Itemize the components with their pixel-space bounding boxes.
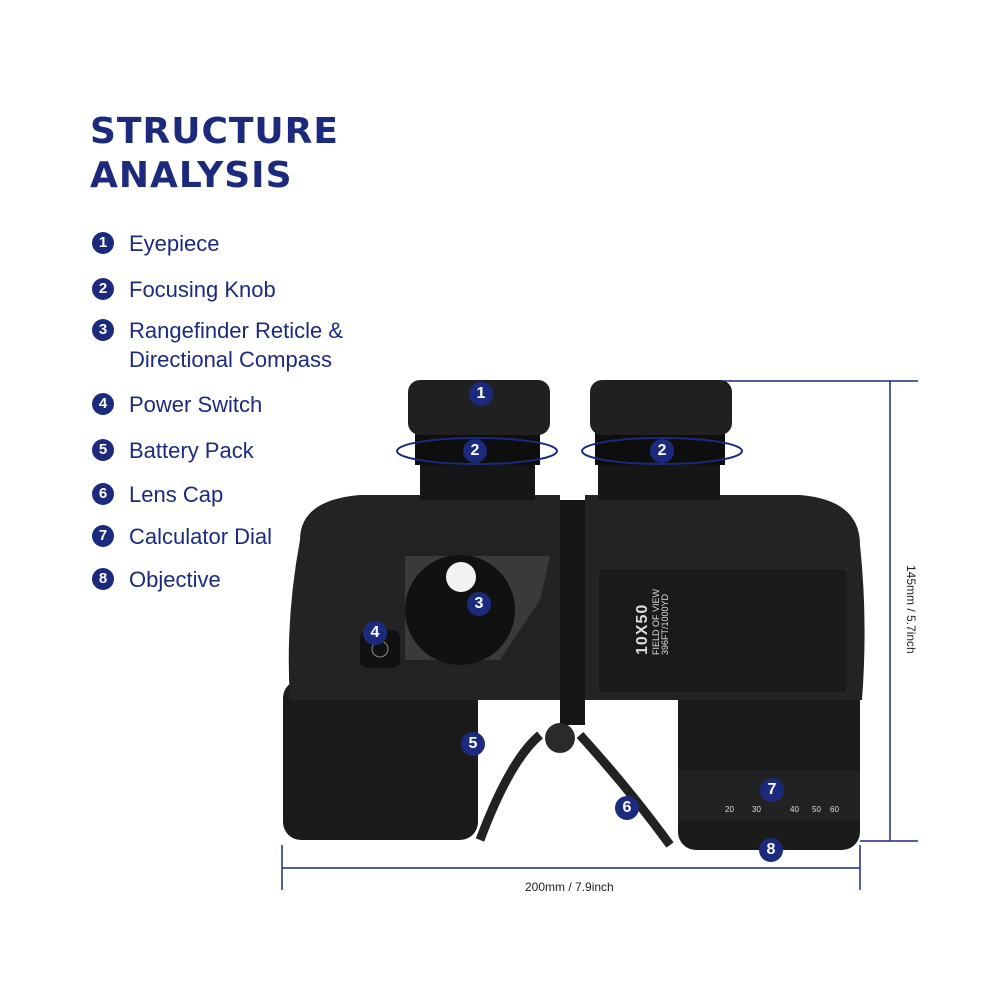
fov-value: 396FT/1000YD	[660, 593, 670, 655]
strap-mount	[545, 723, 575, 753]
marker-battery-pack: 5	[461, 732, 485, 756]
legend-label: Power Switch	[129, 392, 263, 417]
height-dimension-label: 145mm / 5.7inch	[904, 565, 918, 654]
number-badge: 8	[92, 568, 114, 590]
left-eyecup	[408, 380, 550, 435]
legend-item-lens-cap: 6 Lens Cap	[92, 480, 223, 509]
marker-focusing-knob-left: 2	[463, 439, 487, 463]
legend-label: Battery Pack	[129, 438, 254, 463]
legend-label: Objective	[129, 567, 221, 592]
legend-item-calculator-dial: 7 Calculator Dial	[92, 522, 272, 551]
rotation-arrow-icon	[581, 437, 743, 465]
legend-item-focusing-knob: 2 Focusing Knob	[92, 275, 276, 304]
number-badge: 5	[92, 439, 114, 461]
marker-lens-cap: 6	[615, 796, 639, 820]
svg-text:40: 40	[790, 805, 799, 814]
legend-item-rangefinder: 3 Rangefinder Reticle & Directional Compas…	[92, 316, 343, 374]
legend-label: Directional Compass	[129, 347, 332, 372]
svg-text:30: 30	[752, 805, 761, 814]
page-title: STRUCTURE ANALYSIS	[90, 110, 339, 198]
marker-eyepiece: 1	[469, 382, 493, 406]
marker-focusing-knob-right: 2	[650, 439, 674, 463]
compass-light	[446, 562, 476, 592]
right-eyecup	[590, 380, 732, 435]
legend-label: Lens Cap	[129, 482, 224, 507]
number-badge: 3	[92, 319, 114, 341]
svg-text:20: 20	[725, 805, 734, 814]
legend-item-eyepiece: 1 Eyepiece	[92, 229, 220, 258]
legend-item-objective: 8 Objective	[92, 565, 221, 594]
legend-item-power-switch: 4 Power Switch	[92, 390, 262, 419]
right-panel	[597, 567, 849, 694]
body-print: 10X50 FIELD OF VIEW 396FT/1000YD	[634, 589, 670, 655]
number-badge: 6	[92, 483, 114, 505]
svg-text:50: 50	[812, 805, 821, 814]
width-dimension-label: 200mm / 7.9inch	[525, 880, 614, 894]
number-badge: 2	[92, 278, 114, 300]
marker-calculator-dial: 7	[760, 778, 784, 802]
marker-objective: 8	[759, 838, 783, 862]
legend-label: Rangefinder Reticle &	[129, 318, 344, 343]
right-barrel	[678, 680, 860, 850]
center-hinge	[560, 500, 585, 725]
svg-text:60: 60	[830, 805, 839, 814]
number-badge: 7	[92, 525, 114, 547]
title-line-1: STRUCTURE	[90, 111, 339, 152]
dial-scale: 20 30 40 50 60	[725, 805, 839, 814]
legend-label: Focusing Knob	[129, 277, 276, 302]
marker-compass: 3	[467, 592, 491, 616]
title-line-2: ANALYSIS	[90, 155, 293, 196]
lens-cap-strap	[475, 731, 674, 848]
legend-item-battery-pack: 5 Battery Pack	[92, 436, 254, 465]
legend-label: Calculator Dial	[129, 524, 273, 549]
number-badge: 1	[92, 232, 114, 254]
compass-dial	[405, 555, 515, 665]
left-barrel	[283, 680, 478, 840]
number-badge: 4	[92, 393, 114, 415]
rotation-arrow-icon	[396, 437, 558, 465]
model-text: 10X50	[634, 603, 651, 655]
legend-label: Eyepiece	[129, 231, 220, 256]
marker-power-switch: 4	[363, 621, 387, 645]
